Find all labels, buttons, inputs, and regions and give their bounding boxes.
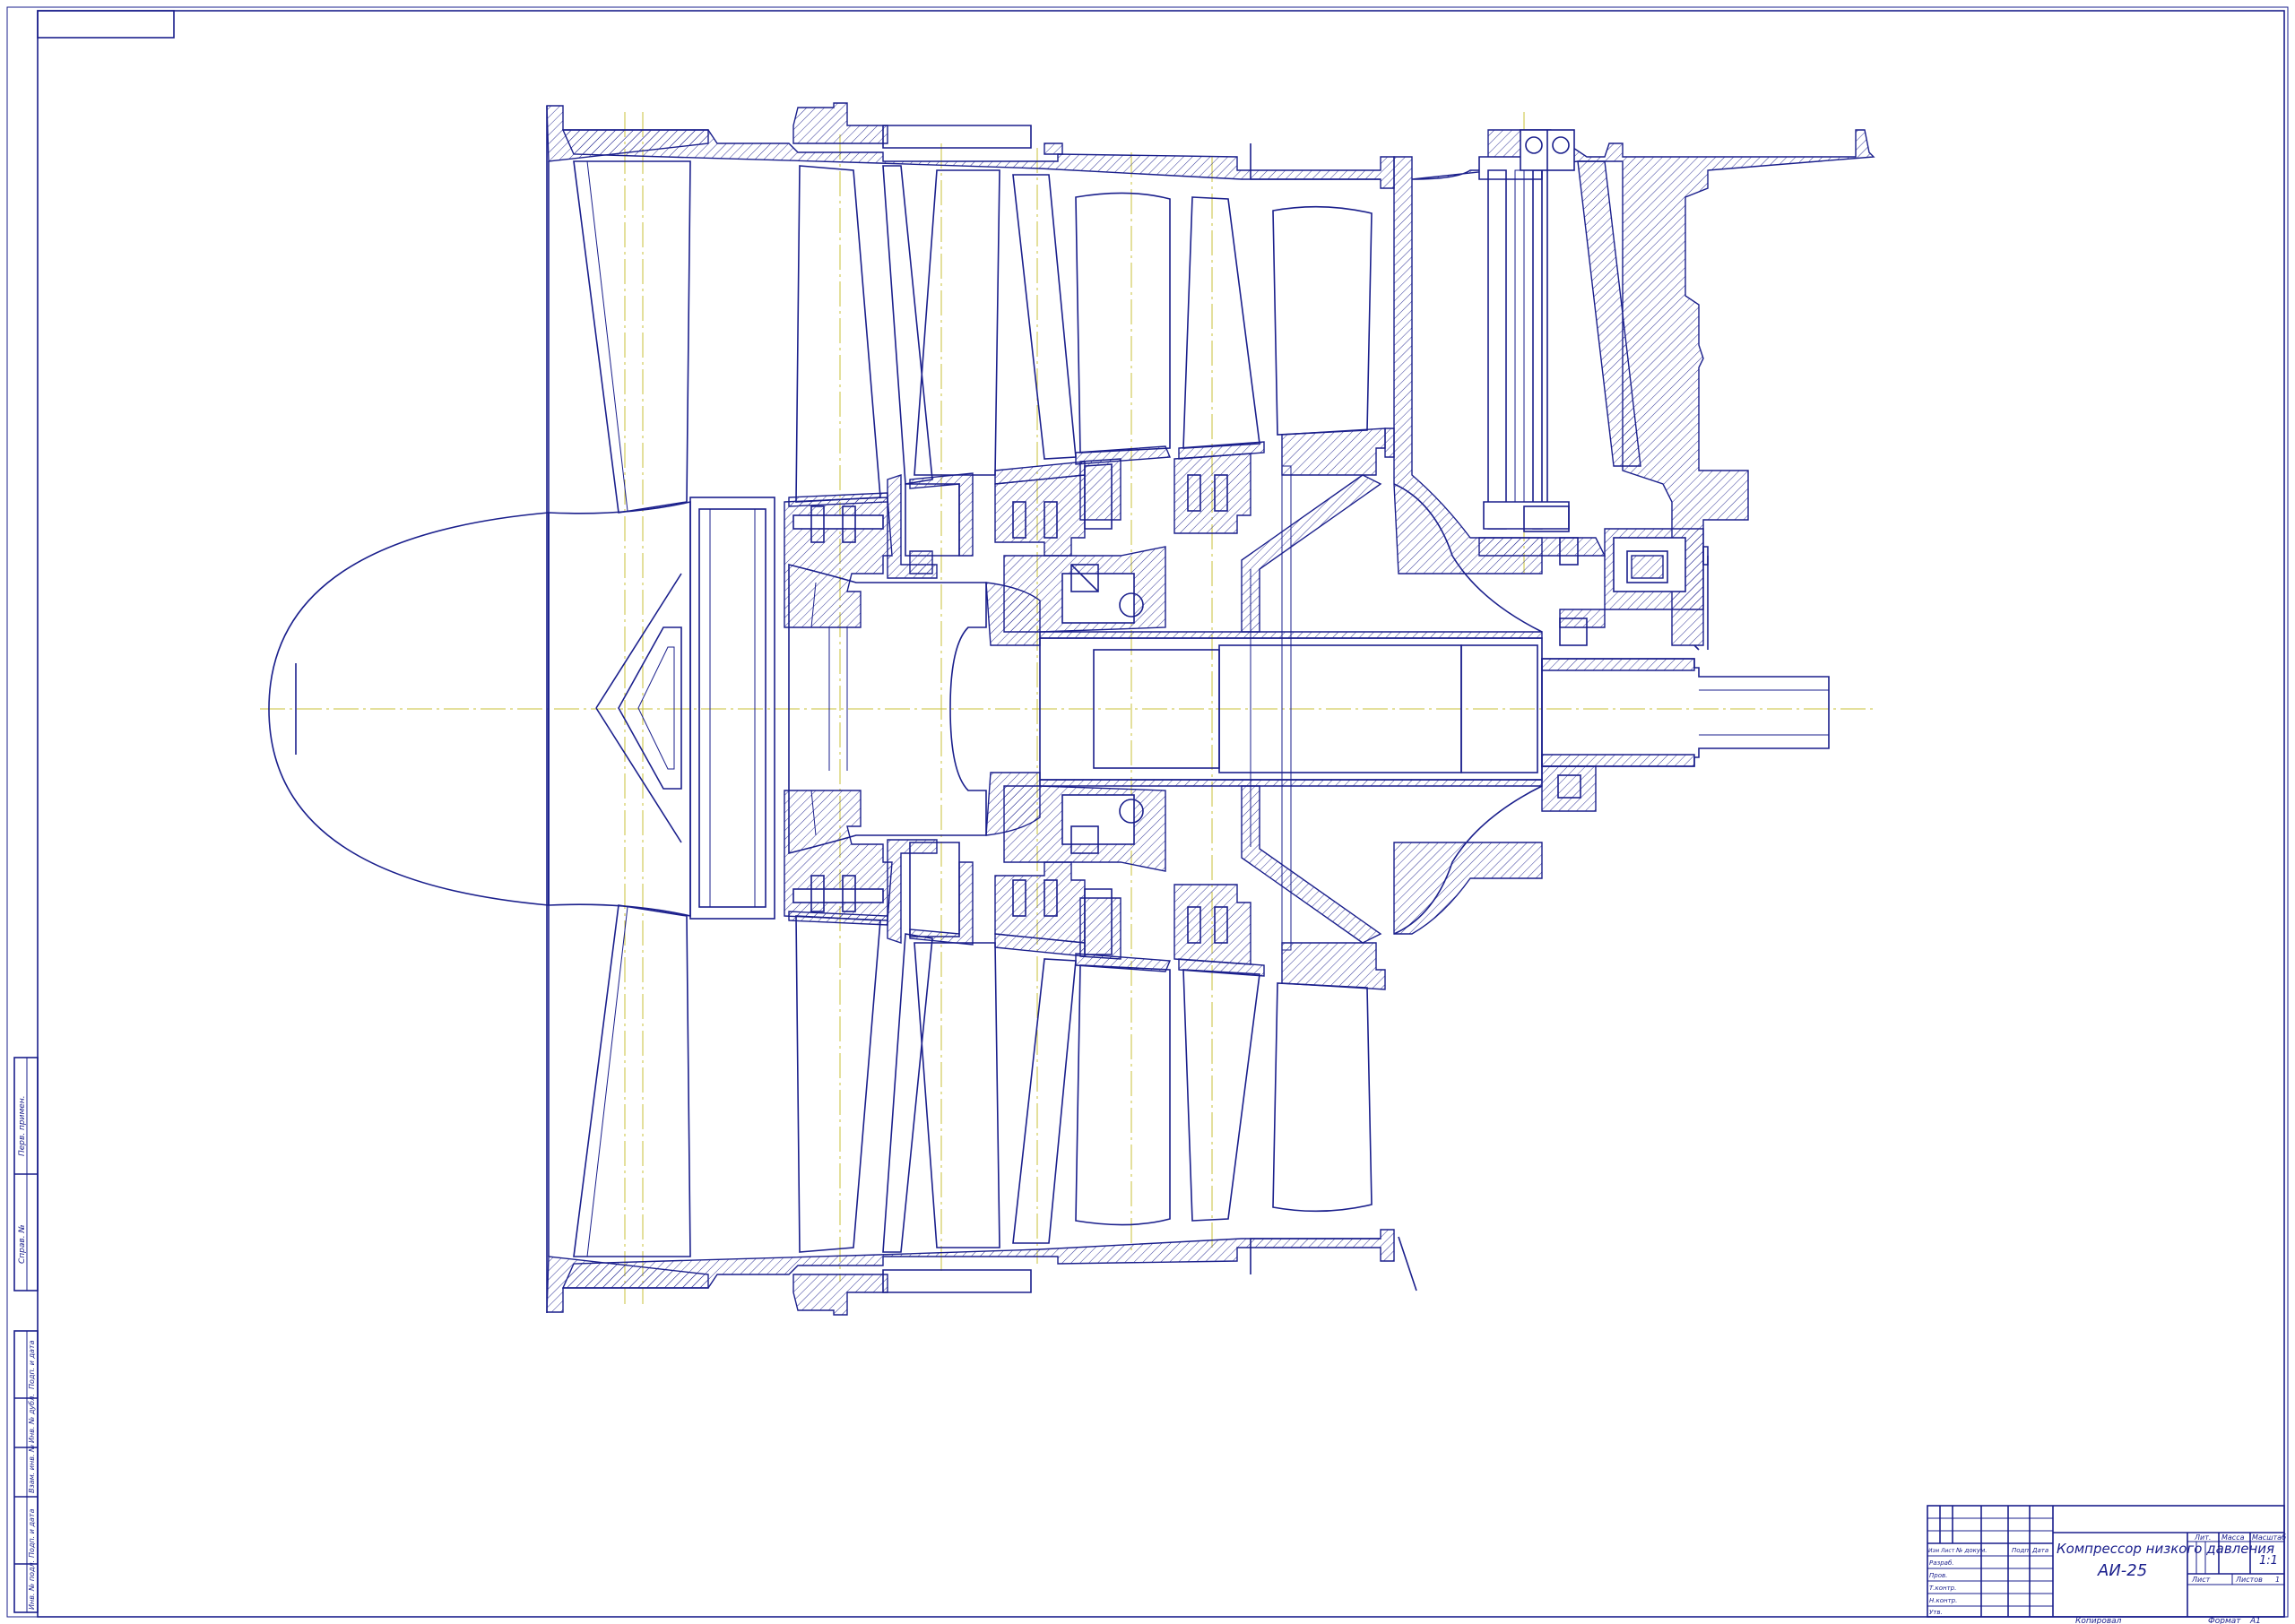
- tb-col-list: Лист: [1940, 1548, 1955, 1554]
- tb-lit: Лит.: [2194, 1533, 2211, 1542]
- tb-masshtab: Масштаб: [2252, 1533, 2286, 1542]
- side-podp-data-2: Подп. и дата: [28, 1508, 36, 1558]
- tb-sheets-value: 1: [2275, 1576, 2280, 1584]
- outer-casing-top: [546, 102, 1395, 1313]
- tb-col-izm: Изм: [1928, 1548, 1940, 1554]
- tb-col-data: Дата: [2031, 1547, 2048, 1554]
- side-inv-dubl: Инв. № дубл.: [28, 1394, 36, 1443]
- stator-vane-shrouds: [905, 463, 1292, 955]
- tb-format: Формат: [2208, 1617, 2241, 1624]
- tb-format-value: А1: [2249, 1617, 2261, 1624]
- compressor-section: [260, 102, 1875, 1316]
- front-bearing-top: [1003, 546, 1166, 633]
- outer-casing-bottom: [546, 1229, 1417, 1316]
- inlet-guide-vane-top: [573, 160, 691, 514]
- side-perv-primen: Перв. примен.: [18, 1095, 27, 1156]
- tb-sheets: Листов: [2235, 1576, 2263, 1584]
- side-stamp: Перв. примен. Справ. № Подп. и дата Инв.…: [13, 1057, 39, 1613]
- tb-row-nkontr: Н.контр.: [1929, 1597, 1957, 1604]
- side-sprav: Справ. №: [18, 1224, 27, 1264]
- tb-col-docnum: № докум.: [1955, 1547, 1988, 1554]
- accessory-drive: [1411, 129, 1875, 651]
- inlet-guide-vane-bottom: [573, 904, 691, 1257]
- rear-support-cone: [1241, 156, 1543, 944]
- tb-title-line1: Компрессор низкого давления: [2057, 1541, 2274, 1557]
- rear-bearing-bottom: [1541, 765, 1597, 812]
- tb-col-podp: Подп.: [2012, 1547, 2031, 1554]
- tb-row-tkontr: Т.контр.: [1929, 1585, 1956, 1592]
- side-podp-data-1: Подп. и дата: [28, 1340, 36, 1389]
- side-vzam-inv: Взам. инв. №: [28, 1445, 36, 1493]
- tb-row-prov: Пров.: [1929, 1572, 1947, 1579]
- stage-centerlines: [624, 112, 1525, 1304]
- tb-massa: Масса: [2221, 1533, 2245, 1542]
- spinner-cone: [268, 512, 550, 906]
- drawing-frame: [6, 6, 2289, 1618]
- tb-scale-value: 1:1: [2259, 1554, 2278, 1568]
- title-block: Изм Лист № докум. Подп. Дата Разраб. Про…: [1927, 1505, 2286, 1624]
- rotor-discs-top: [784, 453, 1251, 628]
- tb-row-razrab: Разраб.: [1929, 1559, 1954, 1567]
- front-bearing-bottom: [1003, 785, 1166, 872]
- tb-copied: Копировал: [2075, 1617, 2122, 1624]
- side-inv-podl: Инв. № подл.: [28, 1560, 36, 1610]
- tb-title-line2: АИ-25: [2097, 1561, 2147, 1580]
- tb-row-utv: Утв.: [1929, 1609, 1943, 1616]
- tb-sheet: Лист: [2191, 1576, 2211, 1584]
